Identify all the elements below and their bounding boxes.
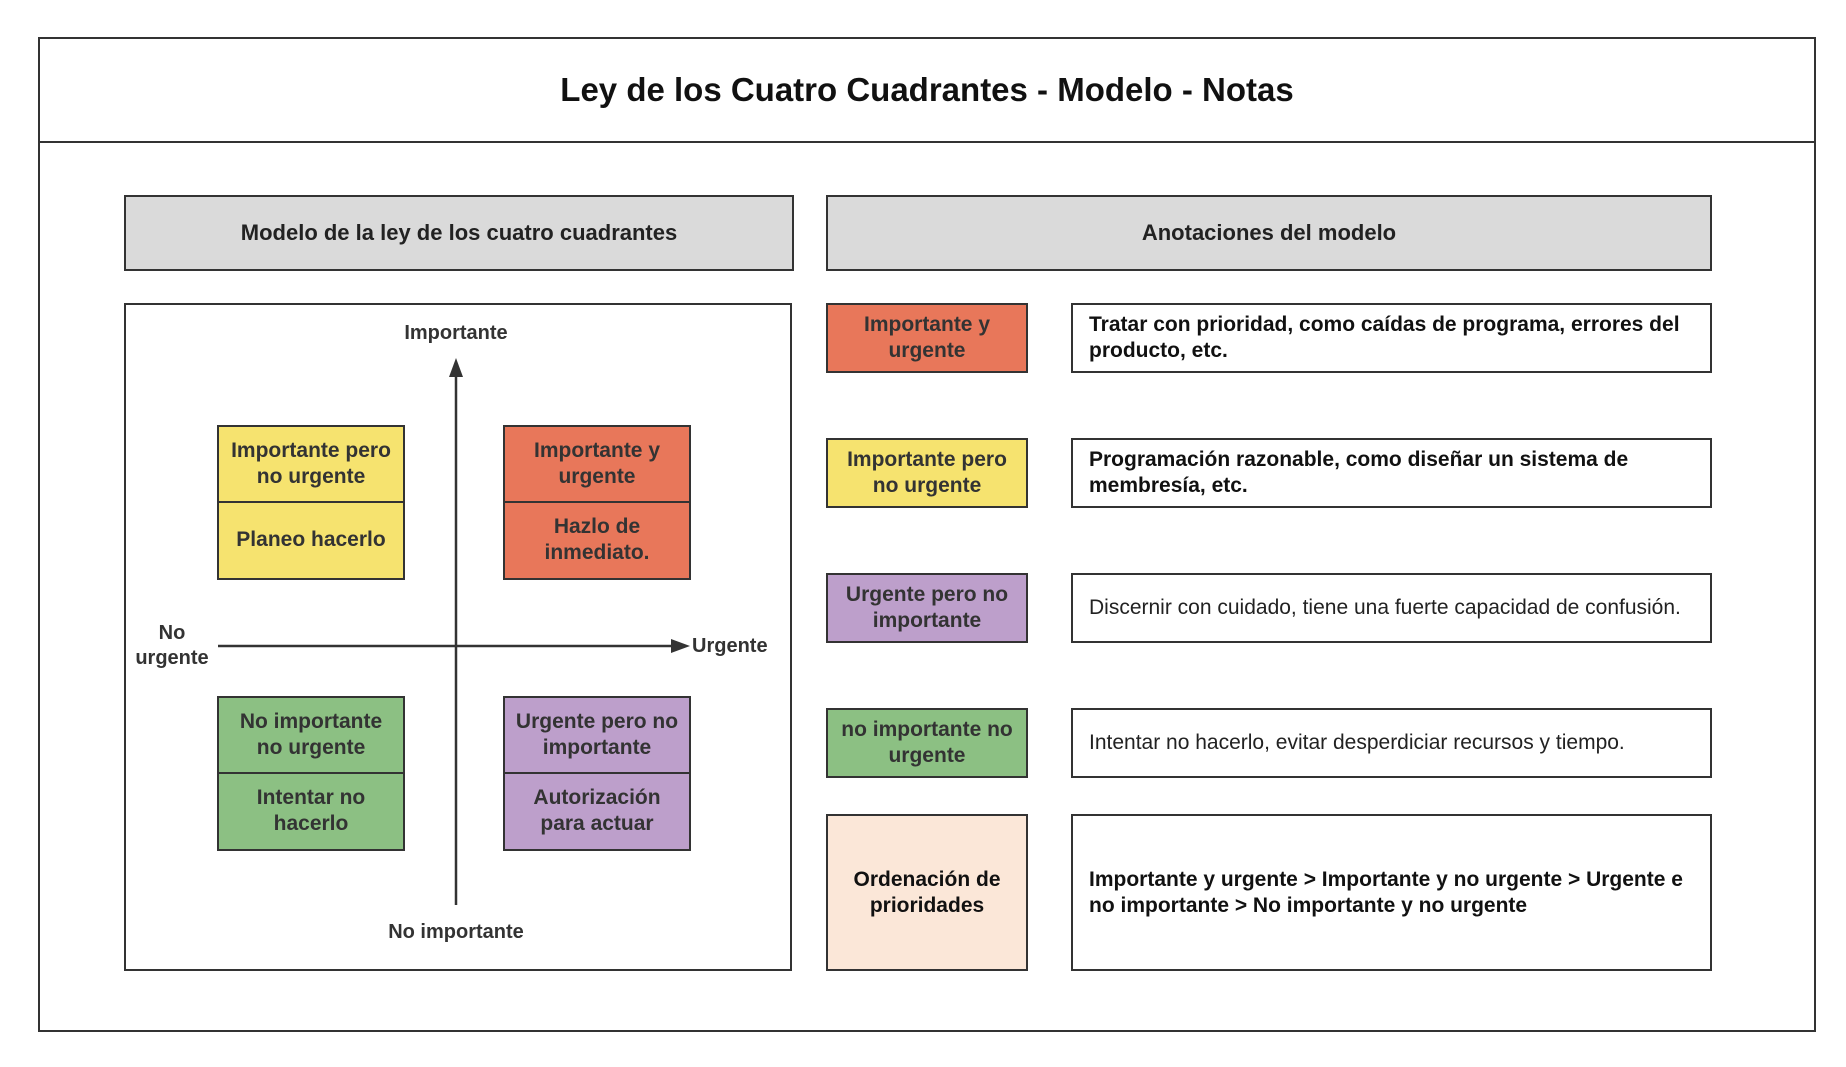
annotation-tag: Importante y urgente [826, 303, 1028, 373]
annotation-note: Programación razonable, como diseñar un … [1071, 438, 1712, 508]
axis-label-top: Importante [404, 322, 508, 344]
horizontal-arrow-head [671, 639, 690, 653]
quadrant-bottom-left: No importante no urgente Intentar no hac… [217, 696, 405, 851]
quadrant-label: Importante y urgente [505, 427, 689, 503]
quadrant-action: Intentar no hacerlo [256, 786, 366, 836]
model-header: Modelo de la ley de los cuatro cuadrante… [124, 195, 794, 271]
quadrant-label: Importante pero no urgente [219, 427, 403, 503]
quadrant-label: No importante no urgente [219, 698, 403, 774]
axis-label-left: No urgente [135, 622, 209, 669]
annotations-header: Anotaciones del modelo [826, 195, 1712, 271]
annotation-tag: Ordenación de prioridades [826, 814, 1028, 971]
annotation-note: Intentar no hacerlo, evitar desperdiciar… [1071, 708, 1712, 778]
annotation-note: Tratar con prioridad, como caídas de pro… [1071, 303, 1712, 373]
quadrant-top-right: Importante y urgente Hazlo de inmediato. [503, 425, 691, 580]
diagram-frame: Ley de los Cuatro Cuadrantes - Modelo - … [38, 37, 1816, 1032]
quadrant-action: Hazlo de inmediato. [544, 515, 650, 565]
quadrant-top-left: Importante pero no urgente Planeo hacerl… [217, 425, 405, 580]
quadrant-label: Urgente pero no importante [505, 698, 689, 774]
page-title: Ley de los Cuatro Cuadrantes - Modelo - … [40, 39, 1814, 143]
annotation-note: Importante y urgente > Importante y no u… [1071, 814, 1712, 971]
vertical-arrow-head [449, 358, 463, 377]
quadrant-model-panel [124, 303, 792, 971]
quadrant-action: Autorización para actuar [533, 786, 661, 836]
quadrant-bottom-right: Urgente pero no importante Autorización … [503, 696, 691, 851]
axis-label-bottom: No importante [388, 921, 524, 943]
quadrant-action: Planeo hacerlo [236, 528, 386, 552]
annotation-note: Discernir con cuidado, tiene una fuerte … [1071, 573, 1712, 643]
annotation-tag: Urgente pero no importante [826, 573, 1028, 643]
axis-label-right: Urgente [692, 635, 768, 657]
annotation-tag: Importante pero no urgente [826, 438, 1028, 508]
annotation-tag: no importante no urgente [826, 708, 1028, 778]
